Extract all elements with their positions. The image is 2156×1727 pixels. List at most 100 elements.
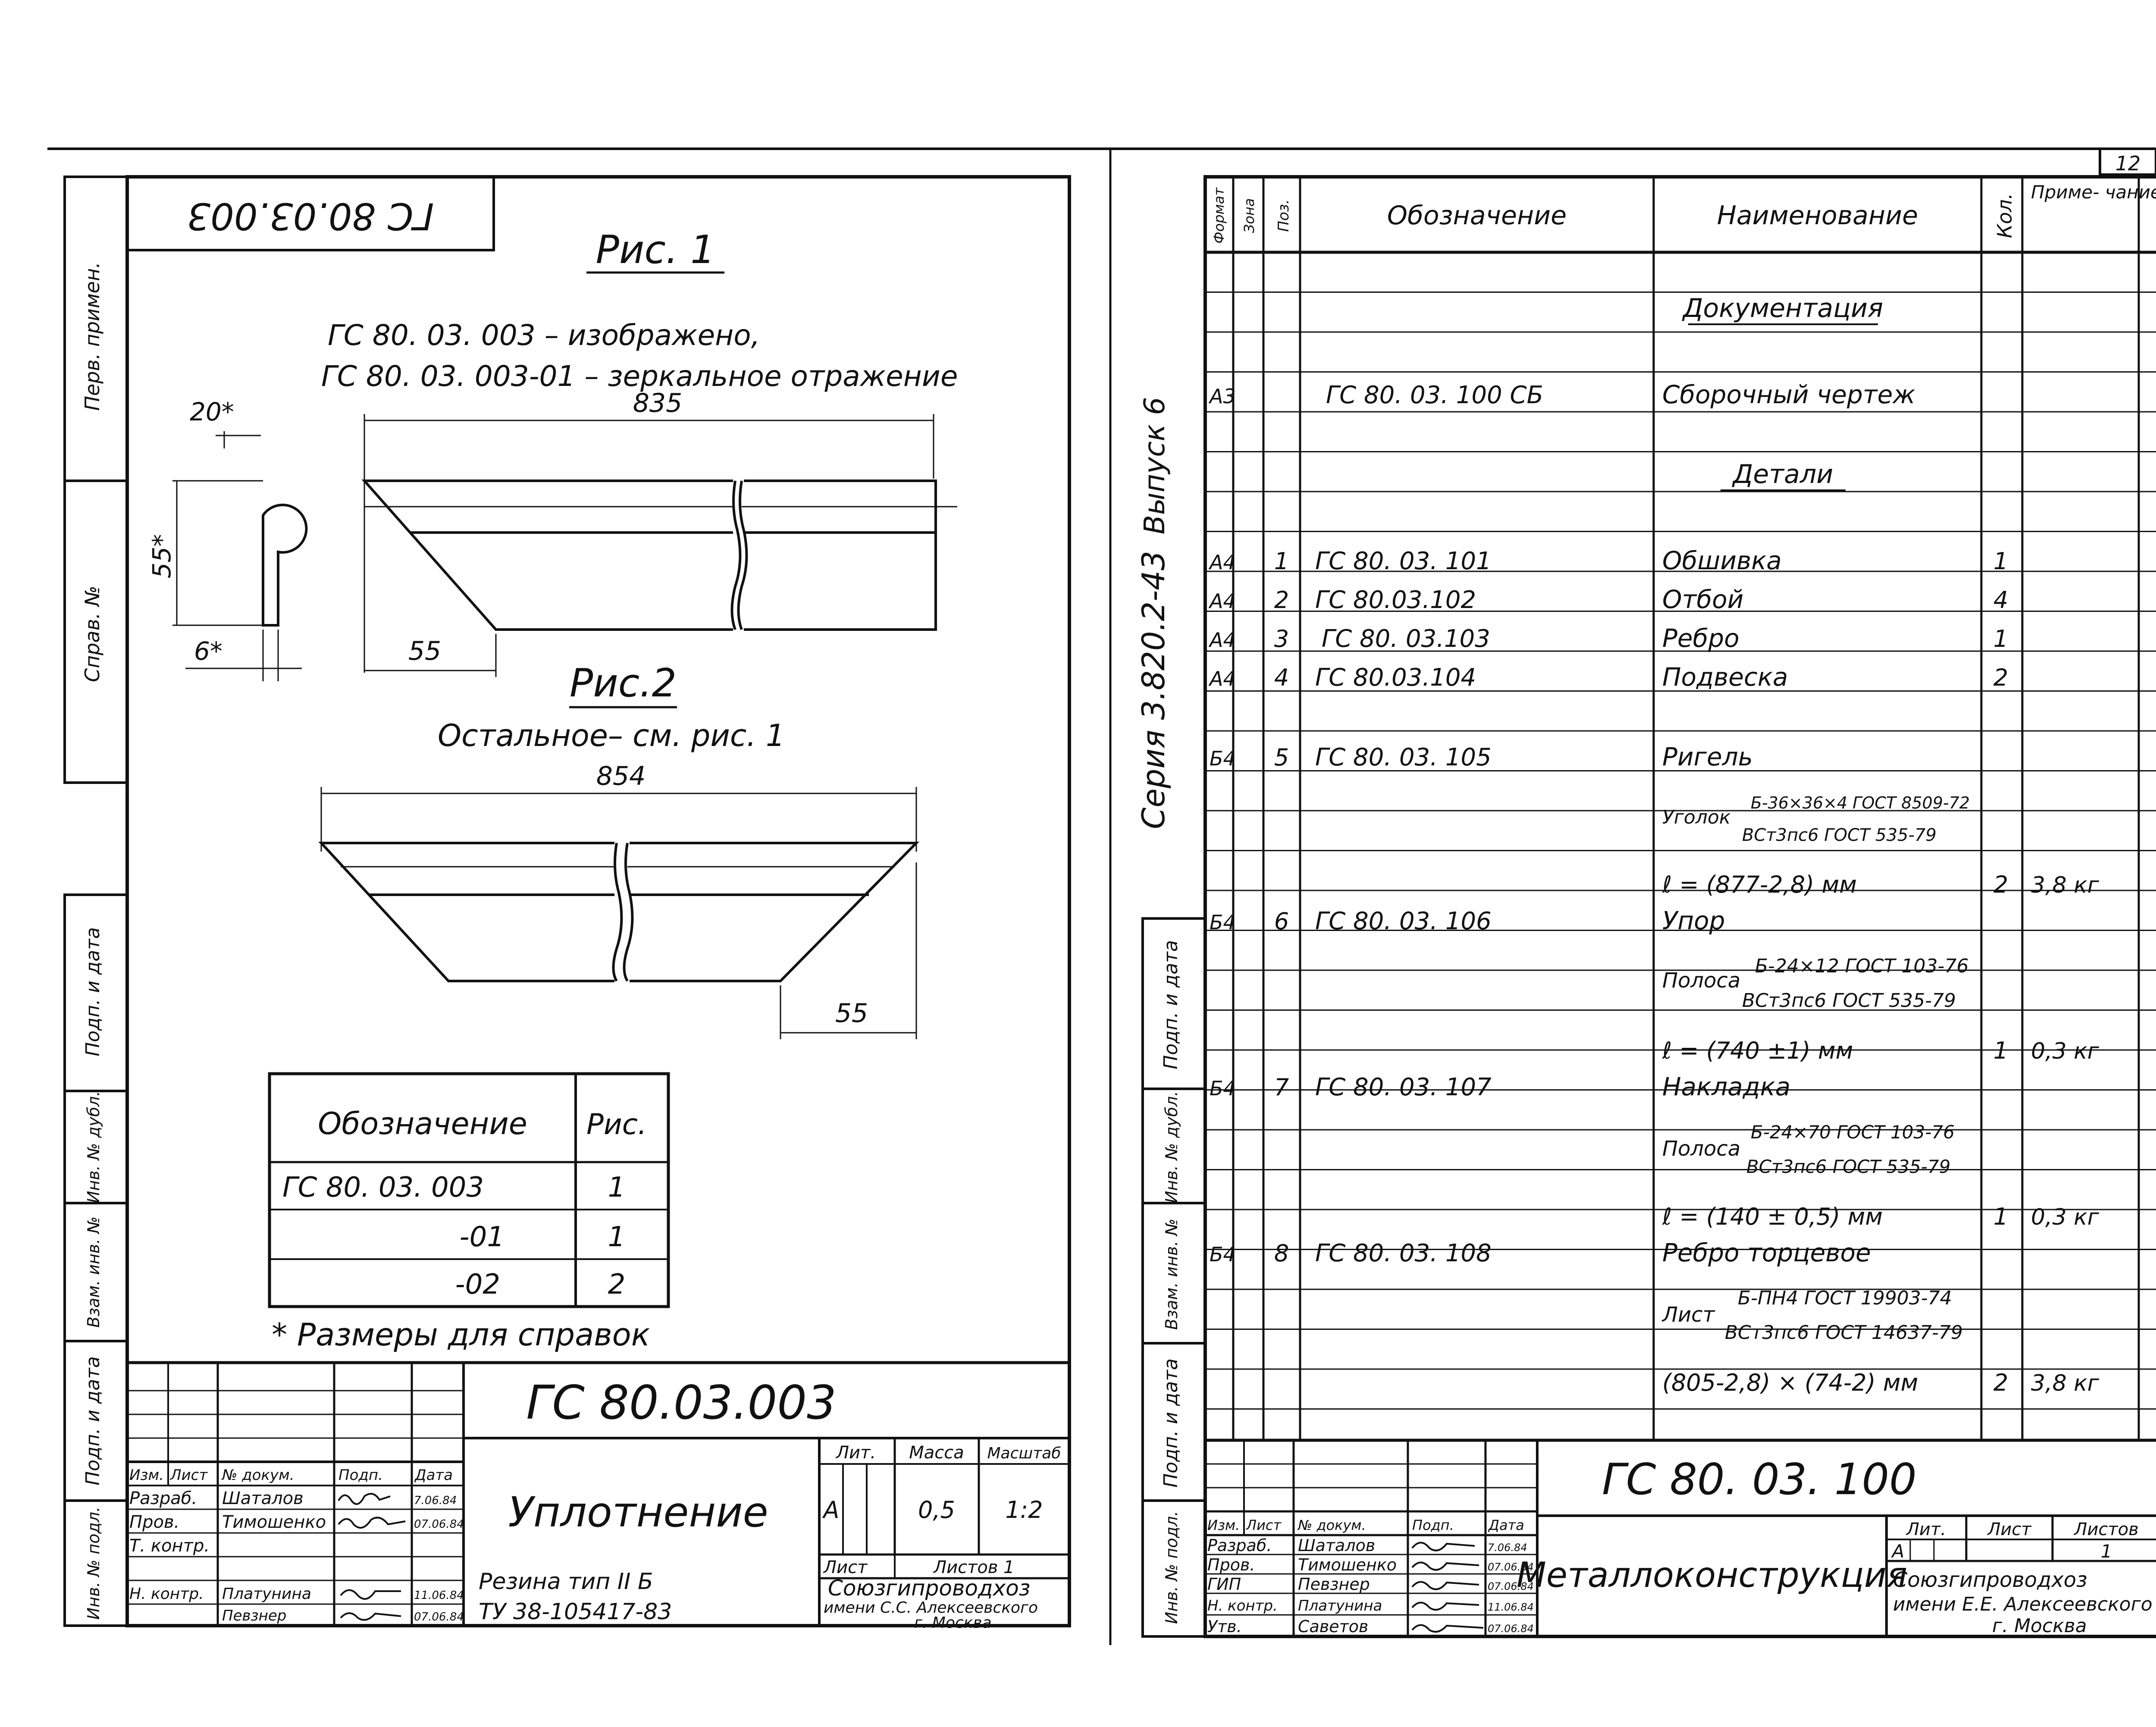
role: Разраб. — [1207, 1536, 1272, 1555]
org-line2: имени С.С. Алексеевского — [824, 1599, 1038, 1617]
scale-label: Масштаб — [987, 1445, 1061, 1462]
spec-item-row: А4 3 ГС 80. 03.103 Ребро 1 — [1208, 624, 2008, 653]
signature-mark — [1411, 1581, 1479, 1590]
row-designation: ГС 80.03.104 — [1315, 664, 1476, 692]
svg-text:3,8 кг: 3,8 кг — [2031, 1370, 2100, 1396]
svg-text:Полоса: Полоса — [1662, 1137, 1740, 1161]
col-header: Дата — [414, 1467, 453, 1484]
material-spec: Полоса Б-24×12 ГОСТ 103-76 ВСт3пс6 ГОСТ … — [1662, 955, 2100, 1064]
material-spec: Лист Б-ПН4 ГОСТ 19903-74 ВСт3пс6 ГОСТ 14… — [1661, 1287, 2100, 1396]
svg-text:ВСт3пс6 ГОСТ 535-79: ВСт3пс6 ГОСТ 535-79 — [1742, 990, 1956, 1012]
right-title-name: Металлоконструкция — [1517, 1555, 1907, 1595]
row-name: Ребро торцевое — [1662, 1238, 1871, 1267]
svg-text:Полоса: Полоса — [1662, 968, 1740, 993]
person-name: Шаталов — [1298, 1536, 1375, 1555]
sign-date: 07.06.84 — [414, 1611, 464, 1624]
row-format: А3 — [1208, 385, 1236, 408]
sheet-label: Лист — [823, 1558, 868, 1577]
signature-mark — [1411, 1602, 1479, 1611]
signature-mark — [1411, 1624, 1484, 1633]
row-qty: 1 — [1993, 625, 2008, 652]
svg-text:ВСт3пс6 ГОСТ 535-79: ВСт3пс6 ГОСТ 535-79 — [1742, 825, 1937, 845]
row-format: А4 — [1208, 589, 1236, 613]
fig2-elevation: 854 55 — [318, 761, 920, 1039]
row-designation: ГС 80. 03. 101 — [1315, 547, 1492, 575]
header-zone: Зона — [1241, 198, 1257, 233]
svg-text:Б-ПН4 ГОСТ 19903-74: Б-ПН4 ГОСТ 19903-74 — [1738, 1287, 1952, 1309]
sheets-label: Листов 1 — [933, 1558, 1015, 1577]
svg-text:ℓ = (740 ±1) мм: ℓ = (740 ±1) мм — [1662, 1037, 1853, 1064]
org-line3: г. Москва — [1992, 1615, 2087, 1637]
row-name: Ребро — [1662, 624, 1739, 653]
side-label: Подп. и дата — [82, 1356, 104, 1486]
dim-55b: 55 — [835, 998, 868, 1028]
side-label: Подп. и дата — [82, 927, 104, 1056]
dim-55v: 55* — [147, 534, 176, 579]
fig1-note-line1: ГС 80. 03. 003 – изображено, — [328, 319, 760, 352]
signature-mark — [338, 1517, 406, 1529]
svg-text:3,8 кг: 3,8 кг — [2031, 872, 2100, 898]
variant-table: Обозначение Рис. ГС 80. 03. 003 1 -01 1 … — [268, 1072, 670, 1308]
row-pos: 6 — [1274, 908, 1289, 935]
row-format: Б4 — [1210, 1243, 1236, 1266]
svg-text:Лист: Лист — [1661, 1303, 1716, 1327]
lit-value: А — [1891, 1541, 1905, 1562]
person-name: Платунина — [1298, 1597, 1382, 1614]
row-pos: 8 — [1274, 1240, 1289, 1267]
row-format: Б4 — [1210, 747, 1236, 770]
issue-label: Выпуск 6 — [1138, 397, 1171, 535]
variant-designation: -02 — [455, 1269, 500, 1301]
row-designation: ГС 80. 03. 108 — [1315, 1239, 1492, 1267]
row-format: Б4 — [1210, 911, 1236, 934]
sheets-value: 1 — [2101, 1541, 2112, 1562]
row-format: А4 — [1208, 551, 1236, 574]
fig1-title: Рис. 1 — [596, 227, 715, 273]
row-designation: ГС 80.03.102 — [1315, 586, 1476, 614]
dim-835: 835 — [633, 388, 683, 418]
row-name: Обшивка — [1662, 546, 1782, 575]
page-number-box — [2099, 149, 2156, 176]
row-qty: 4 — [1993, 586, 2008, 614]
row-pos: 1 — [1274, 548, 1289, 575]
fig2-note: Остальное– см. рис. 1 — [438, 718, 785, 753]
lit-value: А — [822, 1496, 840, 1523]
spec-table: Формат Зона Поз. Обозначение Наименовани… — [1205, 177, 2156, 1440]
role: Пров. — [1207, 1555, 1255, 1574]
sign-date: 07.06.84 — [414, 1518, 464, 1531]
col-header: Дата — [1488, 1517, 1524, 1533]
section-parts: Детали — [1732, 459, 1833, 489]
row-designation: ГС 80. 03. 105 — [1315, 743, 1492, 771]
left-title-code: ГС 80.03.003 — [526, 1376, 837, 1430]
left-side-strip-bottom — [63, 893, 128, 1627]
col-header: Лист — [169, 1467, 208, 1484]
sheets-label: Листов — [2073, 1520, 2138, 1539]
right-title-code: ГС 80. 03. 100 — [1602, 1454, 1917, 1504]
role: Т. контр. — [129, 1536, 210, 1556]
sign-date: 07.06.84 — [1488, 1561, 1534, 1573]
row-name: Отбой — [1662, 585, 1743, 614]
spec-item-row: А4 4 ГС 80.03.104 Подвеска 2 — [1208, 662, 2008, 692]
col-header: Изм. — [129, 1467, 164, 1484]
right-sheet: Подп. и дата Инв. № дубл. Взам. инв. № П… — [1135, 175, 2156, 1638]
material-line1: Резина тип II Б — [479, 1569, 653, 1595]
variant-designation: ГС 80. 03. 003 — [282, 1172, 484, 1204]
sign-date: 07.06.84 — [1488, 1623, 1534, 1635]
spec-item-row: Б4 8 ГС 80. 03. 108 Ребро торцевое — [1210, 1238, 1871, 1267]
side-label: Подп. и дата — [1160, 940, 1182, 1069]
side-label: Инв. № дубл. — [1162, 1091, 1181, 1203]
fig1-note-line2: ГС 80. 03. 003-01 – зеркальное отражение — [321, 360, 958, 393]
svg-text:Уголок: Уголок — [1662, 806, 1731, 828]
col-header: Подп. — [338, 1467, 383, 1484]
role: Н. контр. — [1207, 1597, 1278, 1614]
spec-item-row: А4 2 ГС 80.03.102 Отбой 4 — [1208, 585, 2008, 614]
row-pos: 7 — [1274, 1074, 1289, 1101]
side-label: Взам. инв. № — [1162, 1219, 1181, 1330]
variant-fig: 1 — [608, 1172, 626, 1204]
header-format: Формат — [1211, 187, 1227, 244]
side-label: Взам. инв. № — [84, 1216, 103, 1328]
stamp-box — [126, 176, 495, 251]
spec-row-lines — [1205, 291, 2156, 1410]
row-designation: ГС 80. 03. 106 — [1315, 907, 1492, 935]
right-title-block: ГС 80. 03. 100 Металлоконструкция Изм. Л… — [1203, 1439, 2156, 1638]
svg-text:1: 1 — [1993, 1203, 2008, 1230]
